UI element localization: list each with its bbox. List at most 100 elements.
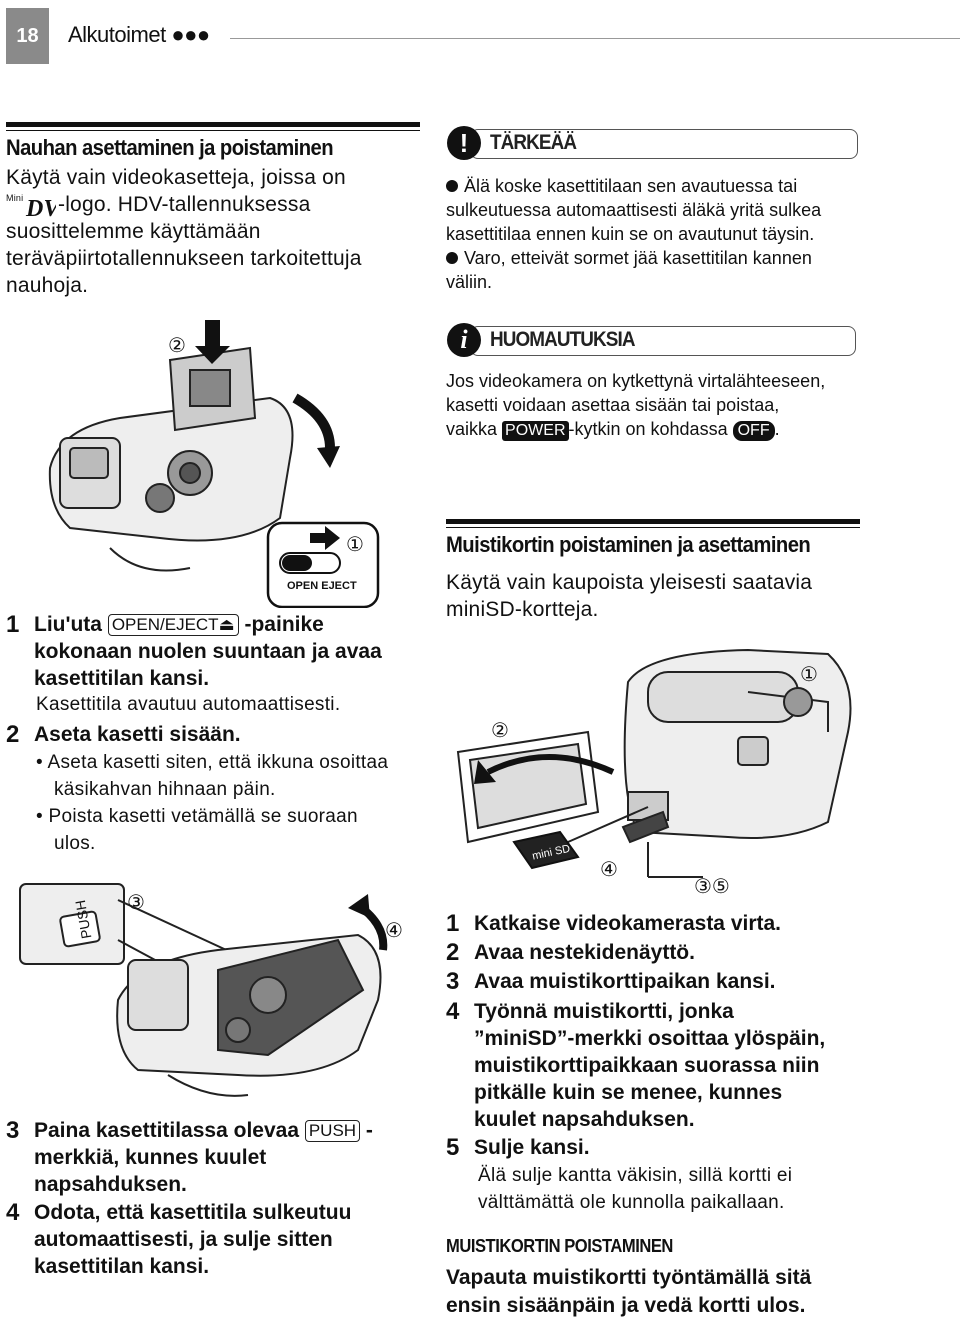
step-3-line-2: merkkiä, kunnes kuulet: [34, 1146, 267, 1169]
step-1-line-2: kokonaan nuolen suuntaan ja avaa: [34, 640, 382, 663]
tape-section-title: Nauhan asettaminen ja poistaminen: [6, 135, 334, 160]
power-switch-label: POWER: [502, 421, 569, 441]
card-step-5: 5 Sulje kansi.: [446, 1134, 894, 1161]
tape-step-4: 4 Odota, että kasettitila sulkeutuu auto…: [6, 1199, 424, 1280]
bullet-1-line-2: käsikahvan hihnaan päin.: [54, 779, 276, 800]
card-step-5-text: Sulje kansi.: [474, 1136, 590, 1159]
intro-line-2: Mini DV -logo. HDV-tallennuksessa: [6, 191, 421, 218]
card-step-5-note-line-1: Älä sulje kantta väkisin, sillä kortti e…: [478, 1165, 793, 1186]
callout-3: ③: [127, 892, 145, 914]
step-4-line-3: kasettitilan kansi.: [34, 1255, 210, 1278]
important-line-2: sulkeutuessa automaattisesti äläkä yritä…: [446, 200, 822, 220]
tape-step-1: 1 Liu'uta OPEN/EJECT⏏ -painike kokonaan …: [6, 611, 424, 692]
notes-line-1: Jos videokamera on kytkettynä virtalähte…: [446, 371, 826, 391]
notes-header-box: [470, 326, 856, 356]
card-step-3: 3 Avaa muistikorttipaikan kansi.: [446, 968, 894, 995]
callout-1: ①: [346, 534, 364, 556]
step-2-bullets: • Aseta kasetti siten, että ikkuna osoit…: [36, 749, 426, 857]
callout-4: ④: [385, 920, 403, 942]
off-position-label: OFF: [732, 421, 775, 441]
step-3-pre: Paina kasettitilassa olevaa: [34, 1119, 299, 1142]
cassette-close-illustration: PUSH: [19, 883, 388, 1097]
card-step-4-line-1: Työnnä muistikortti, jonka: [474, 1000, 734, 1023]
step-3-post: -: [365, 1119, 373, 1142]
notes-line-3: vaikka POWER-kytkin on kohdassa OFF.: [446, 417, 866, 441]
step-number: 3: [446, 968, 460, 995]
push-mark-label: PUSH: [72, 899, 95, 940]
callout-4: ④: [600, 859, 618, 881]
intro-line-5: nauhoja.: [6, 274, 89, 297]
remove-line-1: Vapauta muistikortti työntämällä sitä: [446, 1266, 812, 1289]
right-arrow-icon: [310, 526, 340, 550]
important-line-4-text: Varo, etteivät sormet jää kasettitilan k…: [464, 248, 812, 268]
step-2-text: Aseta kasetti sisään.: [34, 723, 241, 746]
card-step-4-line-2: ”miniSD”-merkki osoittaa ylöspäin,: [474, 1027, 826, 1050]
tape-step-2: 2 Aseta kasetti sisään.: [6, 721, 241, 748]
card-step-4-line-4: pitkälle kuin se menee, kunnes: [474, 1081, 783, 1104]
curved-arrow-icon: [486, 754, 615, 775]
intro-line-2-text: -logo. HDV-tallennuksessa: [58, 193, 311, 216]
memory-card-illustration: mini SD: [456, 648, 852, 878]
intro-line-1: Käytä vain videokasetteja, joissa on: [6, 166, 346, 189]
important-line-1-text: Älä koske kasettitilaan sen avautuessa t…: [464, 176, 798, 196]
notes-line-3-pre: vaikka: [446, 419, 498, 439]
important-line-4: Varo, etteivät sormet jää kasettitilan k…: [446, 246, 866, 270]
open-eject-switch-label: OPEN EJECT: [287, 580, 357, 592]
bullet-icon: [446, 180, 458, 192]
step-number: 5: [446, 1134, 460, 1161]
card-step-1-text: Katkaise videokamerasta virta.: [474, 912, 782, 935]
card-step-5-note-line-2: välttämättä ole kunnolla paikallaan.: [478, 1192, 785, 1213]
card-title-rule: [446, 519, 860, 524]
remove-card-heading: MUISTIKORTIN POISTAMINEN: [446, 1236, 673, 1256]
card-intro: Käytä vain kaupoista yleisesti saatavia …: [446, 569, 866, 623]
card-step-2: 2 Avaa nestekidenäyttö.: [446, 939, 894, 966]
notes-line-3-post: .: [774, 419, 780, 439]
card-intro-line-2: miniSD-kortteja.: [446, 598, 599, 621]
important-label: TÄRKEÄÄ: [490, 131, 577, 154]
notes-line-2: kasetti voidaan asettaa sisään tai poist…: [446, 395, 780, 415]
step-1-post: -painike: [244, 613, 324, 636]
card-step-4-line-5: kuulet napsahduksen.: [474, 1108, 695, 1131]
svg-text:Mini: Mini: [6, 193, 23, 203]
step-number: 3: [6, 1117, 20, 1144]
info-icon: i: [447, 323, 481, 357]
card-step-3-text: Avaa muistikorttipaikan kansi.: [474, 970, 776, 993]
left-title-rule-thin: [6, 130, 420, 131]
step-1-pre: Liu'uta: [34, 613, 102, 636]
bullet-1-line-1: • Aseta kasetti siten, että ikkuna osoit…: [36, 752, 389, 773]
svg-text:DV: DV: [25, 196, 56, 218]
remove-line-2: ensin sisäänpäin ja vedä kortti ulos.: [446, 1294, 806, 1317]
tape-step-3: 3 Paina kasettitilassa olevaa PUSH - mer…: [6, 1117, 424, 1198]
callout-2: ②: [168, 335, 186, 357]
card-step-5-note: Älä sulje kantta väkisin, sillä kortti e…: [478, 1162, 898, 1216]
step-number: 4: [6, 1199, 20, 1226]
intro-line-3: suosittelemme käyttämään: [6, 220, 261, 243]
step-number: 1: [6, 611, 20, 638]
open-eject-key: OPEN/EJECT⏏: [107, 614, 239, 636]
card-title-rule-thin: [446, 527, 860, 528]
step-1-line-1: Liu'uta OPEN/EJECT⏏ -painike: [34, 611, 424, 638]
cassette-insert-illustration: [48, 320, 380, 608]
callout-2: ②: [491, 720, 509, 742]
card-step-4: 4 Työnnä muistikortti, jonka ”miniSD”-me…: [446, 998, 894, 1133]
notes-line-3-mid: -kytkin on kohdassa: [568, 419, 728, 439]
card-step-2-text: Avaa nestekidenäyttö.: [474, 941, 695, 964]
bullet-icon: [446, 252, 458, 264]
card-intro-line-1: Käytä vain kaupoista yleisesti saatavia: [446, 571, 813, 594]
step-number: 2: [446, 939, 460, 966]
important-line-3: kasettitilaa ennen kuin se on avautunut …: [446, 224, 815, 244]
bullet-2-line-1: • Poista kasetti vetämällä se suoraan: [36, 806, 358, 827]
step-number: 4: [446, 998, 460, 1025]
step-3-line-3: napsahduksen.: [34, 1173, 187, 1196]
callout-3-5: ③⑤: [694, 876, 730, 898]
important-line-5: väliin.: [446, 272, 493, 292]
step-3-line-1: Paina kasettitilassa olevaa PUSH -: [34, 1117, 424, 1144]
step-4-line-2: automaattisesti, ja sulje sitten: [34, 1228, 333, 1251]
exclamation-icon: !: [447, 126, 481, 160]
bullet-2-line-2: ulos.: [54, 833, 96, 854]
notes-label: HUOMAUTUKSIA: [490, 328, 635, 351]
important-line-1: Älä koske kasettitilaan sen avautuessa t…: [446, 174, 866, 198]
section-title: Alkutoimet ●●●: [68, 22, 210, 47]
curved-arrow-icon: [292, 393, 335, 449]
notes-text: Jos videokamera on kytkettynä virtalähte…: [446, 369, 866, 441]
